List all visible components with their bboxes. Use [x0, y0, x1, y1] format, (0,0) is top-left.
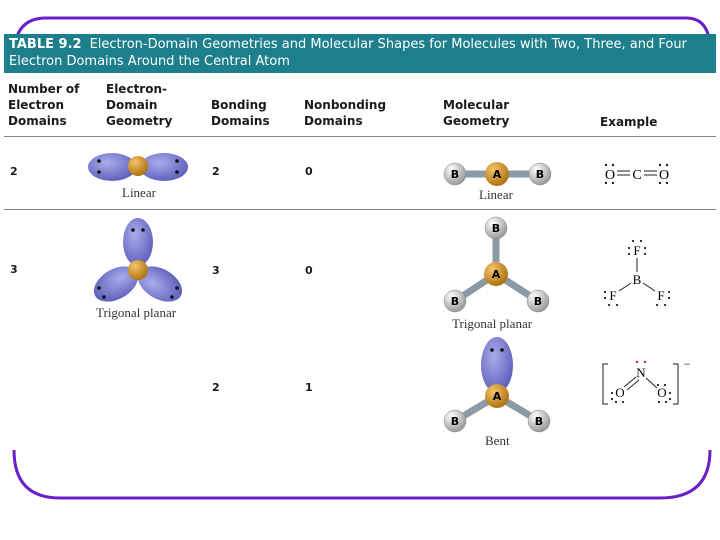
svg-text:O: O	[659, 168, 669, 183]
svg-text:B: B	[535, 415, 543, 428]
row1-mol-geometry-caption: Linear	[479, 187, 513, 202]
col-nonbonding: Nonbonding Domains	[304, 98, 387, 128]
col-bonding: Bonding Domains	[211, 98, 270, 128]
linear-b2-label: B	[536, 168, 544, 181]
table-title-line1: Electron-Domain Geometries and Molecular…	[89, 37, 687, 52]
linear-b1-label: B	[451, 168, 459, 181]
svg-text:B: B	[633, 272, 642, 287]
bent-molecule-drawing: B B A	[443, 337, 551, 433]
svg-text:O: O	[657, 385, 666, 400]
col-mol-geometry: Molecular Geometry	[443, 98, 510, 128]
row1-num-domains: 2	[10, 165, 18, 178]
svg-text:−: −	[684, 357, 691, 371]
svg-text:N: N	[636, 365, 646, 380]
svg-text:C: C	[632, 168, 641, 183]
row2-bonding: 3	[212, 264, 220, 277]
table-header: TABLE 9.2 Electron-Domain Geometries and …	[4, 34, 716, 73]
linear-ed-drawing	[88, 153, 188, 181]
row1-bonding: 2	[212, 165, 220, 178]
svg-text:A: A	[493, 390, 502, 403]
svg-text:F: F	[657, 288, 664, 303]
svg-text:F: F	[609, 288, 616, 303]
header-rule	[4, 136, 716, 137]
bf3-lewis: F B F F	[603, 239, 671, 307]
row2-nonbonding: 0	[305, 264, 313, 277]
svg-text:B: B	[451, 295, 459, 308]
co2-lewis: O C O	[604, 163, 669, 185]
linear-a-label: A	[493, 168, 502, 181]
trigonal-molecule-drawing: B B B A	[443, 216, 550, 313]
svg-text:O: O	[615, 385, 624, 400]
no2-lewis: − N O O	[602, 357, 691, 405]
svg-text:B: B	[534, 295, 542, 308]
row1-ed-geometry-caption: Linear	[122, 185, 156, 200]
svg-text:B: B	[451, 415, 459, 428]
svg-text:B: B	[492, 222, 500, 235]
table-number: TABLE 9.2	[9, 37, 82, 52]
table-title-line2: Electron Domains Around the Central Atom	[9, 54, 290, 69]
row2-mol-geometry-caption: Trigonal planar	[452, 316, 533, 331]
linear-molecule-drawing: B A B	[443, 162, 552, 186]
svg-text:A: A	[492, 268, 501, 281]
row2-num-domains: 3	[10, 263, 18, 276]
row3-nonbonding: 1	[305, 381, 313, 394]
row3-bonding: 2	[212, 381, 220, 394]
trigonal-ed-drawing	[93, 218, 183, 302]
row-divider	[4, 209, 716, 210]
col-example: Example	[600, 115, 658, 129]
svg-text:F: F	[633, 243, 640, 258]
row2-ed-geometry-caption: Trigonal planar	[96, 305, 177, 320]
row1-nonbonding: 0	[305, 165, 313, 178]
col-ed-geometry: Electron- Domain Geometry	[106, 82, 173, 128]
col-num-domains: Number of Electron Domains	[8, 82, 80, 128]
row3-mol-geometry-caption: Bent	[485, 433, 510, 448]
svg-text:O: O	[605, 168, 615, 183]
